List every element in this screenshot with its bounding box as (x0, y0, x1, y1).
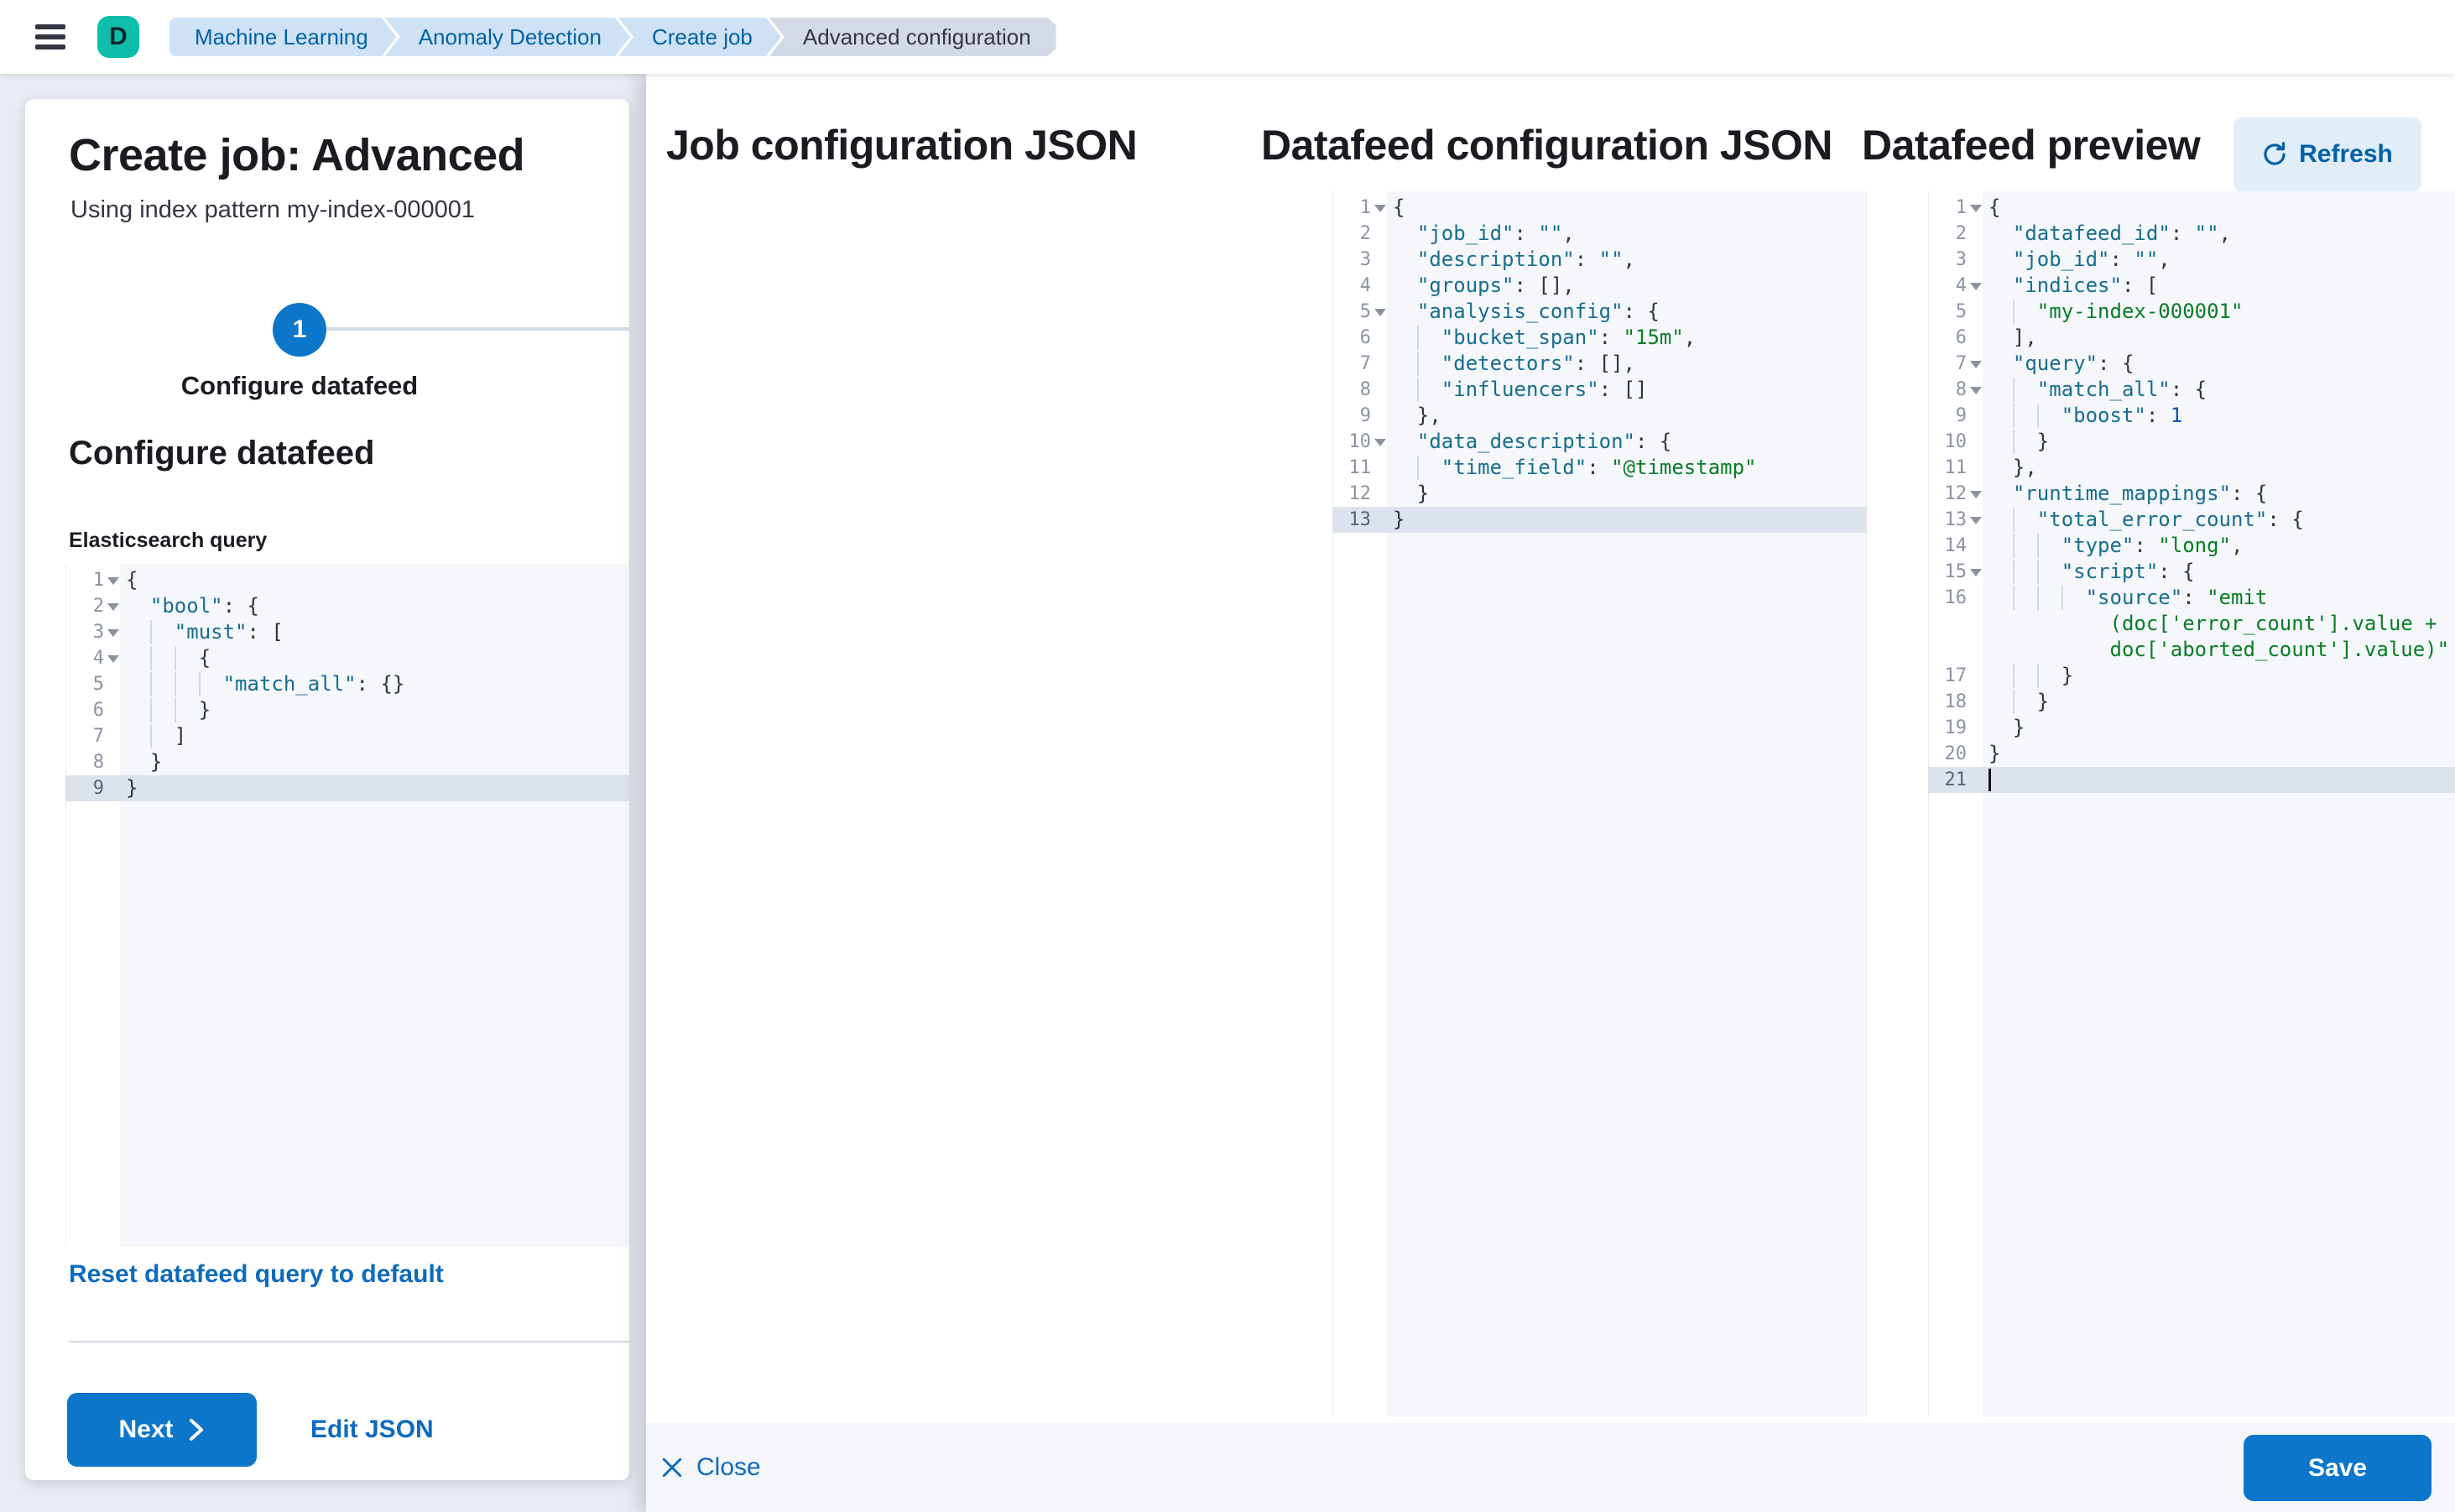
fold-arrow-icon[interactable] (1970, 283, 1982, 290)
breadcrumb-item: Advanced configuration (769, 18, 1056, 56)
fold-arrow-icon[interactable] (1970, 387, 1982, 394)
code-line: 5"analysis_config": { (1359, 300, 1660, 323)
code-line: 21 (1928, 767, 2455, 793)
fold-arrow-icon[interactable] (1970, 205, 1982, 212)
fold-arrow-icon[interactable] (1374, 205, 1386, 212)
page-title: Create job: Advanced (69, 130, 525, 180)
edit-json-link[interactable]: Edit JSON (310, 1416, 434, 1443)
elasticsearch-query-editor[interactable]: 1{2"bool": {3"must": [4{5"match_all": {}… (65, 564, 629, 1247)
edit-json-flyout: Job configuration JSON Datafeed configur… (646, 74, 2455, 1512)
job-config-editor[interactable]: 1{ 2"job_id": "", 3"description": "", 4"gro… (1332, 191, 1896, 1416)
space-avatar[interactable]: D (97, 16, 139, 58)
code-line: 9"boost": 1 (1955, 404, 2183, 428)
page-subtitle: Using index pattern my-index-000001 (70, 196, 475, 223)
fold-arrow-icon[interactable] (107, 577, 119, 585)
datafeed-config-title: Datafeed configuration JSON (1261, 122, 1833, 169)
code-line: 1{ (1955, 196, 2001, 219)
fold-arrow-icon[interactable] (1970, 569, 1982, 576)
code-line: 12"runtime_mappings": { (1944, 482, 2268, 505)
text-cursor (1988, 769, 1991, 791)
breadcrumb-item[interactable]: Anomaly Detection (385, 18, 630, 56)
reset-datafeed-query-link[interactable]: Reset datafeed query to default (69, 1260, 444, 1288)
fold-arrow-icon[interactable] (1970, 517, 1982, 524)
code-line: doc['aborted_count'].value)" (2109, 638, 2450, 661)
code-line: 12} (1348, 482, 1430, 505)
menu-icon[interactable] (35, 24, 65, 50)
flyout-footer: Close Save (646, 1421, 2455, 1512)
fold-arrow-icon[interactable] (1970, 361, 1982, 368)
divider (69, 1341, 629, 1343)
scrollbar-track[interactable] (1866, 191, 1896, 1416)
code-line: 1{ (1359, 196, 1405, 219)
job-config-title: Job configuration JSON (666, 122, 1138, 169)
datafeed-preview-title: Datafeed preview (1862, 122, 2201, 169)
code-line: 9}, (1359, 404, 1441, 427)
save-button[interactable]: Save (2244, 1435, 2432, 1501)
code-line: 3"job_id": "", (1955, 248, 2171, 271)
close-button[interactable]: Close (661, 1453, 761, 1482)
code-line: 9} (65, 775, 629, 801)
fold-arrow-icon[interactable] (1970, 491, 1982, 498)
step-label: Configure datafeed (180, 371, 419, 400)
fold-arrow-icon[interactable] (107, 603, 119, 611)
datafeed-config-editor[interactable]: 1{ 2"datafeed_id": "", 3"job_id": "", 4"ind… (1928, 191, 2455, 1416)
code-line: 3"must": [ (92, 620, 284, 644)
code-line: 14"type": "long", (1944, 534, 2244, 558)
code-line: 1{ (92, 568, 138, 592)
fold-arrow-icon[interactable] (107, 629, 119, 637)
code-line: 7"query": { (1955, 352, 2134, 375)
refresh-icon (2264, 142, 2286, 165)
next-button[interactable]: Next (67, 1393, 257, 1467)
code-line: 7"detectors": [], (1359, 352, 1635, 376)
close-icon (662, 1457, 682, 1478)
code-line: 6"bucket_span": "15m", (1359, 326, 1697, 350)
code-line: 10} (1944, 430, 2050, 454)
code-line: 8} (92, 750, 163, 774)
code-line: 8"match_all": { (1955, 378, 2207, 402)
breadcrumb-item[interactable]: Create job (618, 18, 781, 56)
code-line: (doc['error_count'].value + (2109, 612, 2437, 635)
code-line: 5"my-index-000001" (1955, 300, 2244, 324)
code-line: 4"groups": [], (1359, 274, 1575, 297)
code-line: 5"match_all": {} (92, 672, 405, 696)
code-line: 13"total_error_count": { (1944, 508, 2304, 532)
code-line: 17} (1944, 664, 2074, 688)
section-heading: Configure datafeed (69, 435, 375, 472)
code-line: 20} (1944, 742, 2001, 765)
elasticsearch-query-label: Elasticsearch query (69, 529, 268, 552)
fold-arrow-icon[interactable] (107, 655, 119, 663)
code-line: 19} (1944, 716, 2025, 739)
code-line: 15"script": { (1944, 560, 2195, 584)
create-job-panel: Create job: Advanced Using index pattern… (25, 99, 629, 1480)
code-line: 10"data_description": { (1348, 430, 1672, 453)
breadcrumb-item[interactable]: Machine Learning (169, 18, 397, 56)
code-line: 2"bool": { (92, 594, 259, 618)
code-line: 6} (92, 698, 211, 722)
fold-arrow-icon[interactable] (1374, 439, 1386, 446)
chevron-right-icon (189, 1419, 203, 1441)
code-line: 2"datafeed_id": "", (1955, 222, 2231, 245)
code-line: 4{ (92, 646, 211, 670)
code-line: 11}, (1944, 456, 2037, 479)
step-progress-line (323, 327, 629, 331)
refresh-button[interactable]: Refresh (2233, 117, 2421, 191)
code-line: 4"indices": [ (1955, 274, 2159, 297)
code-line: 11"time_field": "@timestamp" (1348, 456, 1757, 480)
code-line: 13} (1332, 507, 1866, 533)
code-line: 8"influencers": [] (1359, 378, 1648, 402)
code-line: 3"description": "", (1359, 248, 1635, 271)
step-indicator[interactable]: 1 (273, 303, 326, 357)
code-line: 6], (1955, 326, 2037, 349)
code-line: 2"job_id": "", (1359, 222, 1575, 245)
code-line: 7] (92, 724, 187, 748)
code-line: 18} (1944, 690, 2050, 714)
code-line: 16"source": "emit (1944, 586, 2268, 610)
fold-arrow-icon[interactable] (1374, 309, 1386, 316)
